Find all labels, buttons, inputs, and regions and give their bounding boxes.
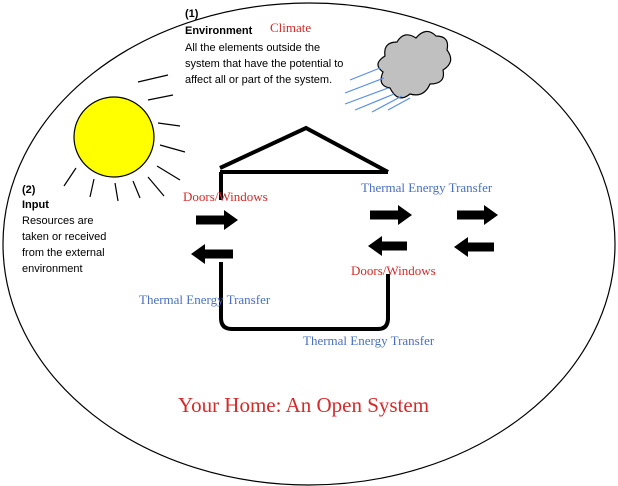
sun-icon <box>73 96 155 178</box>
input-heading: Input <box>22 199 49 211</box>
cloud-icon <box>377 30 452 99</box>
thermal-transfer-left-label: Thermal Energy Transfer <box>139 292 271 307</box>
doors-windows-left-label: Doors/Windows <box>183 189 268 204</box>
environment-number: (1) <box>185 8 199 20</box>
input-number: (2) <box>22 184 36 196</box>
arrow-right-outer <box>457 205 498 225</box>
arrow-left-left-doors <box>191 244 233 264</box>
thermal-transfer-top-right-label: Thermal Energy Transfer <box>361 180 493 195</box>
house-roof <box>219 125 389 174</box>
environment-heading: Environment <box>185 25 253 37</box>
arrow-right-inner <box>370 205 412 225</box>
thermal-transfer-bottom-label: Thermal Energy Transfer <box>303 333 435 348</box>
doors-windows-right-label: Doors/Windows <box>351 263 436 278</box>
arrow-left-inner <box>368 236 407 256</box>
diagram-title: Your Home: An Open System <box>178 393 430 417</box>
input-description: Resources are taken or received from the… <box>22 215 107 275</box>
climate-label: Climate <box>270 20 312 35</box>
arrow-left-outer <box>454 237 494 257</box>
rain-streaks <box>344 67 411 113</box>
arrow-right-left-doors <box>196 210 238 230</box>
environment-description: All the elements outside the system that… <box>185 42 344 86</box>
house-floor <box>219 317 390 331</box>
sun-rays <box>63 74 186 202</box>
